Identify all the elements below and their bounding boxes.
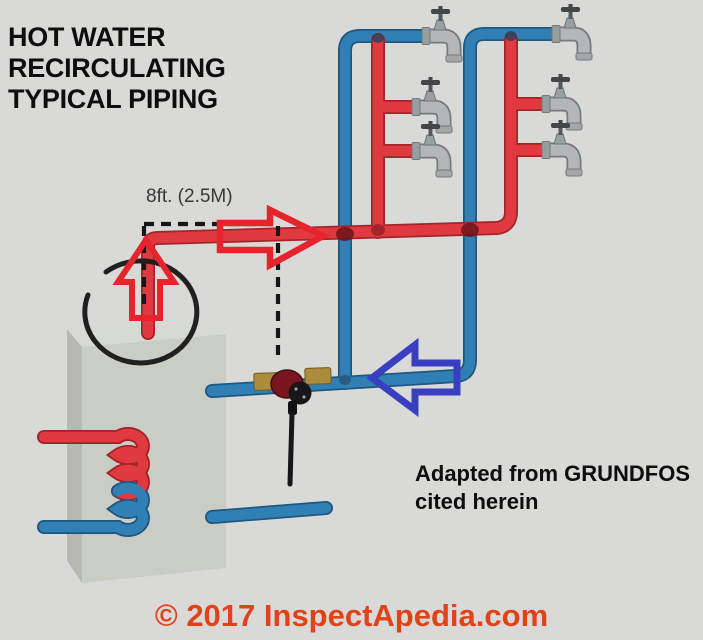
flow-arrows (112, 204, 461, 417)
heater-left-face (67, 329, 82, 583)
pipe-junction-shadows (336, 31, 517, 385)
pump-power-cord (287, 411, 295, 487)
return-riser-1-pipe (338, 29, 433, 390)
heat-exchanger-coil-icon (37, 427, 150, 537)
hot-flow-right-arrow-icon (216, 204, 331, 271)
faucet-icon (422, 6, 462, 62)
heater-front-face (82, 334, 226, 583)
distance-label: 8ft. (2.5M) (146, 186, 233, 207)
pump-brass-fitting-right (304, 367, 332, 385)
title-line-2: RECIRCULATING (8, 53, 226, 83)
diagram-title: HOT WATER RECIRCULATING TYPICAL PIPING (8, 22, 226, 115)
heater-outlet-callout-circle (82, 258, 200, 366)
title-line-1: HOT WATER (8, 22, 166, 52)
title-line-3: TYPICAL PIPING (8, 84, 218, 114)
circulator-pump-icon (253, 367, 332, 487)
attribution-line-2: cited herein (415, 489, 539, 514)
pump-motor-cap (288, 381, 312, 405)
attribution-line-1: Adapted from GRUNDFOS (415, 461, 690, 486)
attribution-note: Adapted from GRUNDFOS cited herein (415, 460, 690, 516)
faucet-icon (552, 4, 592, 60)
cold-water-pipes (205, 27, 563, 524)
pump-cord-plug (288, 401, 297, 415)
copyright-text: © 2017 InspectApedia.com (154, 598, 549, 633)
hot-flow-up-arrow-icon (112, 234, 180, 321)
return-flow-left-arrow-icon (366, 337, 461, 417)
